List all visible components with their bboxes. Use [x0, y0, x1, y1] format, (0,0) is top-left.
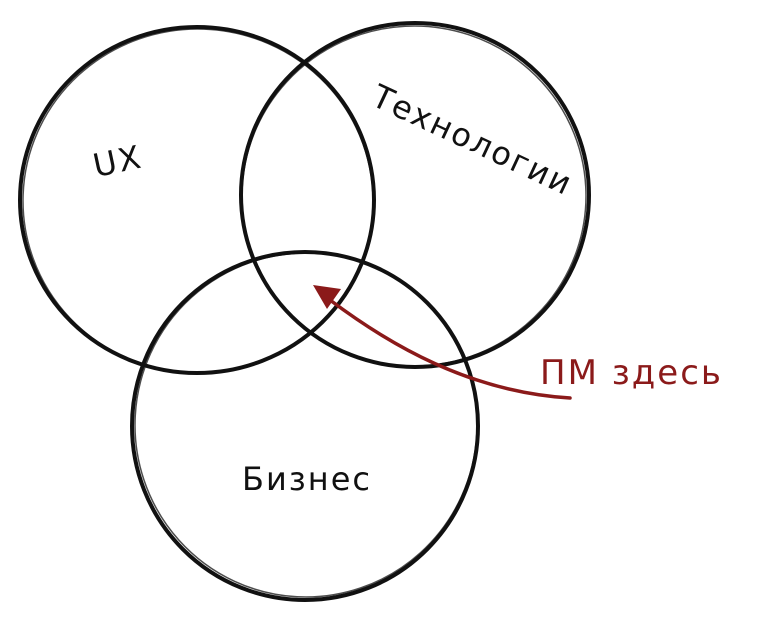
pm-arrow-line [328, 298, 572, 400]
technology-label: Технологии [365, 77, 579, 204]
business-circle [130, 250, 480, 602]
business-label: Бизнес [242, 460, 372, 498]
technology-circle [239, 21, 591, 369]
ux-label: UX [90, 138, 146, 185]
pm-arrow-head [313, 285, 341, 309]
pm-arrow [313, 285, 572, 400]
ux-circle [18, 25, 376, 375]
pm-label: ПМ здесь [540, 353, 723, 393]
